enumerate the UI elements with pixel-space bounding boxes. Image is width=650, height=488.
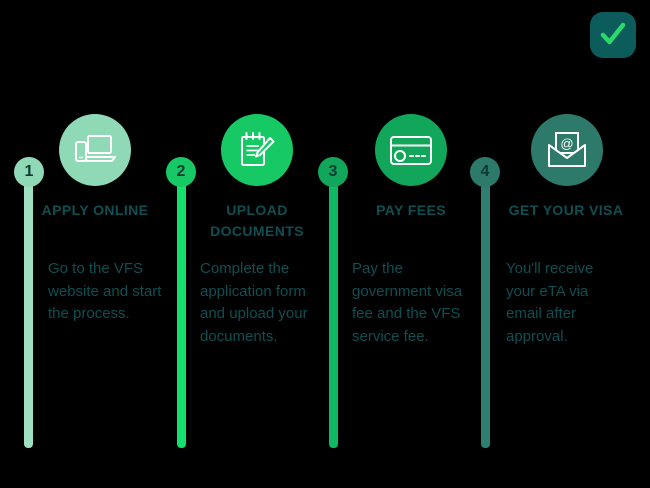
step-body-2: Complete the application form and upload… — [200, 260, 308, 345]
step-heading-3: PAY FEES — [376, 202, 446, 218]
check-mark-logo-icon — [600, 22, 626, 45]
credit-card-icon — [390, 135, 432, 165]
step-body-4: You'll receive your eTA via email after … — [506, 260, 594, 345]
step-body-3: Pay the government visa fee and the VFS … — [352, 260, 463, 345]
step-badge-1[interactable]: 1 — [14, 157, 44, 187]
progress-bar-3 — [329, 178, 338, 448]
step-icon-circle-1[interactable] — [59, 114, 131, 186]
step-heading-1: APPLY ONLINE — [41, 202, 149, 218]
notepad-pencil-icon — [241, 132, 275, 166]
progress-bar-1 — [24, 178, 33, 448]
step-number-2: 2 — [176, 163, 186, 180]
svg-text:@: @ — [560, 136, 573, 151]
step-number-4: 4 — [480, 163, 490, 180]
step-badge-4[interactable]: 4 — [470, 157, 500, 187]
step-icon-circle-3[interactable] — [375, 114, 447, 186]
email-envelope-icon: @ — [548, 132, 586, 167]
step-badge-2[interactable]: 2 — [166, 157, 196, 187]
brand-logo — [590, 12, 636, 58]
progress-bar-2 — [177, 178, 186, 448]
step-body-1: Go to the VFS website and start the proc… — [48, 260, 162, 322]
step-icon-circle-4[interactable]: @ — [531, 114, 603, 186]
step-heading-4: GET YOUR VISA — [508, 202, 624, 218]
step-icon-circle-2[interactable] — [221, 114, 293, 186]
progress-bar-4 — [481, 178, 490, 448]
devices-icon — [75, 135, 116, 162]
step-badge-3[interactable]: 3 — [318, 157, 348, 187]
step-number-1: 1 — [24, 163, 34, 180]
step-heading-2: UPLOAD DOCUMENTS — [210, 202, 304, 239]
step-number-3: 3 — [328, 163, 338, 180]
